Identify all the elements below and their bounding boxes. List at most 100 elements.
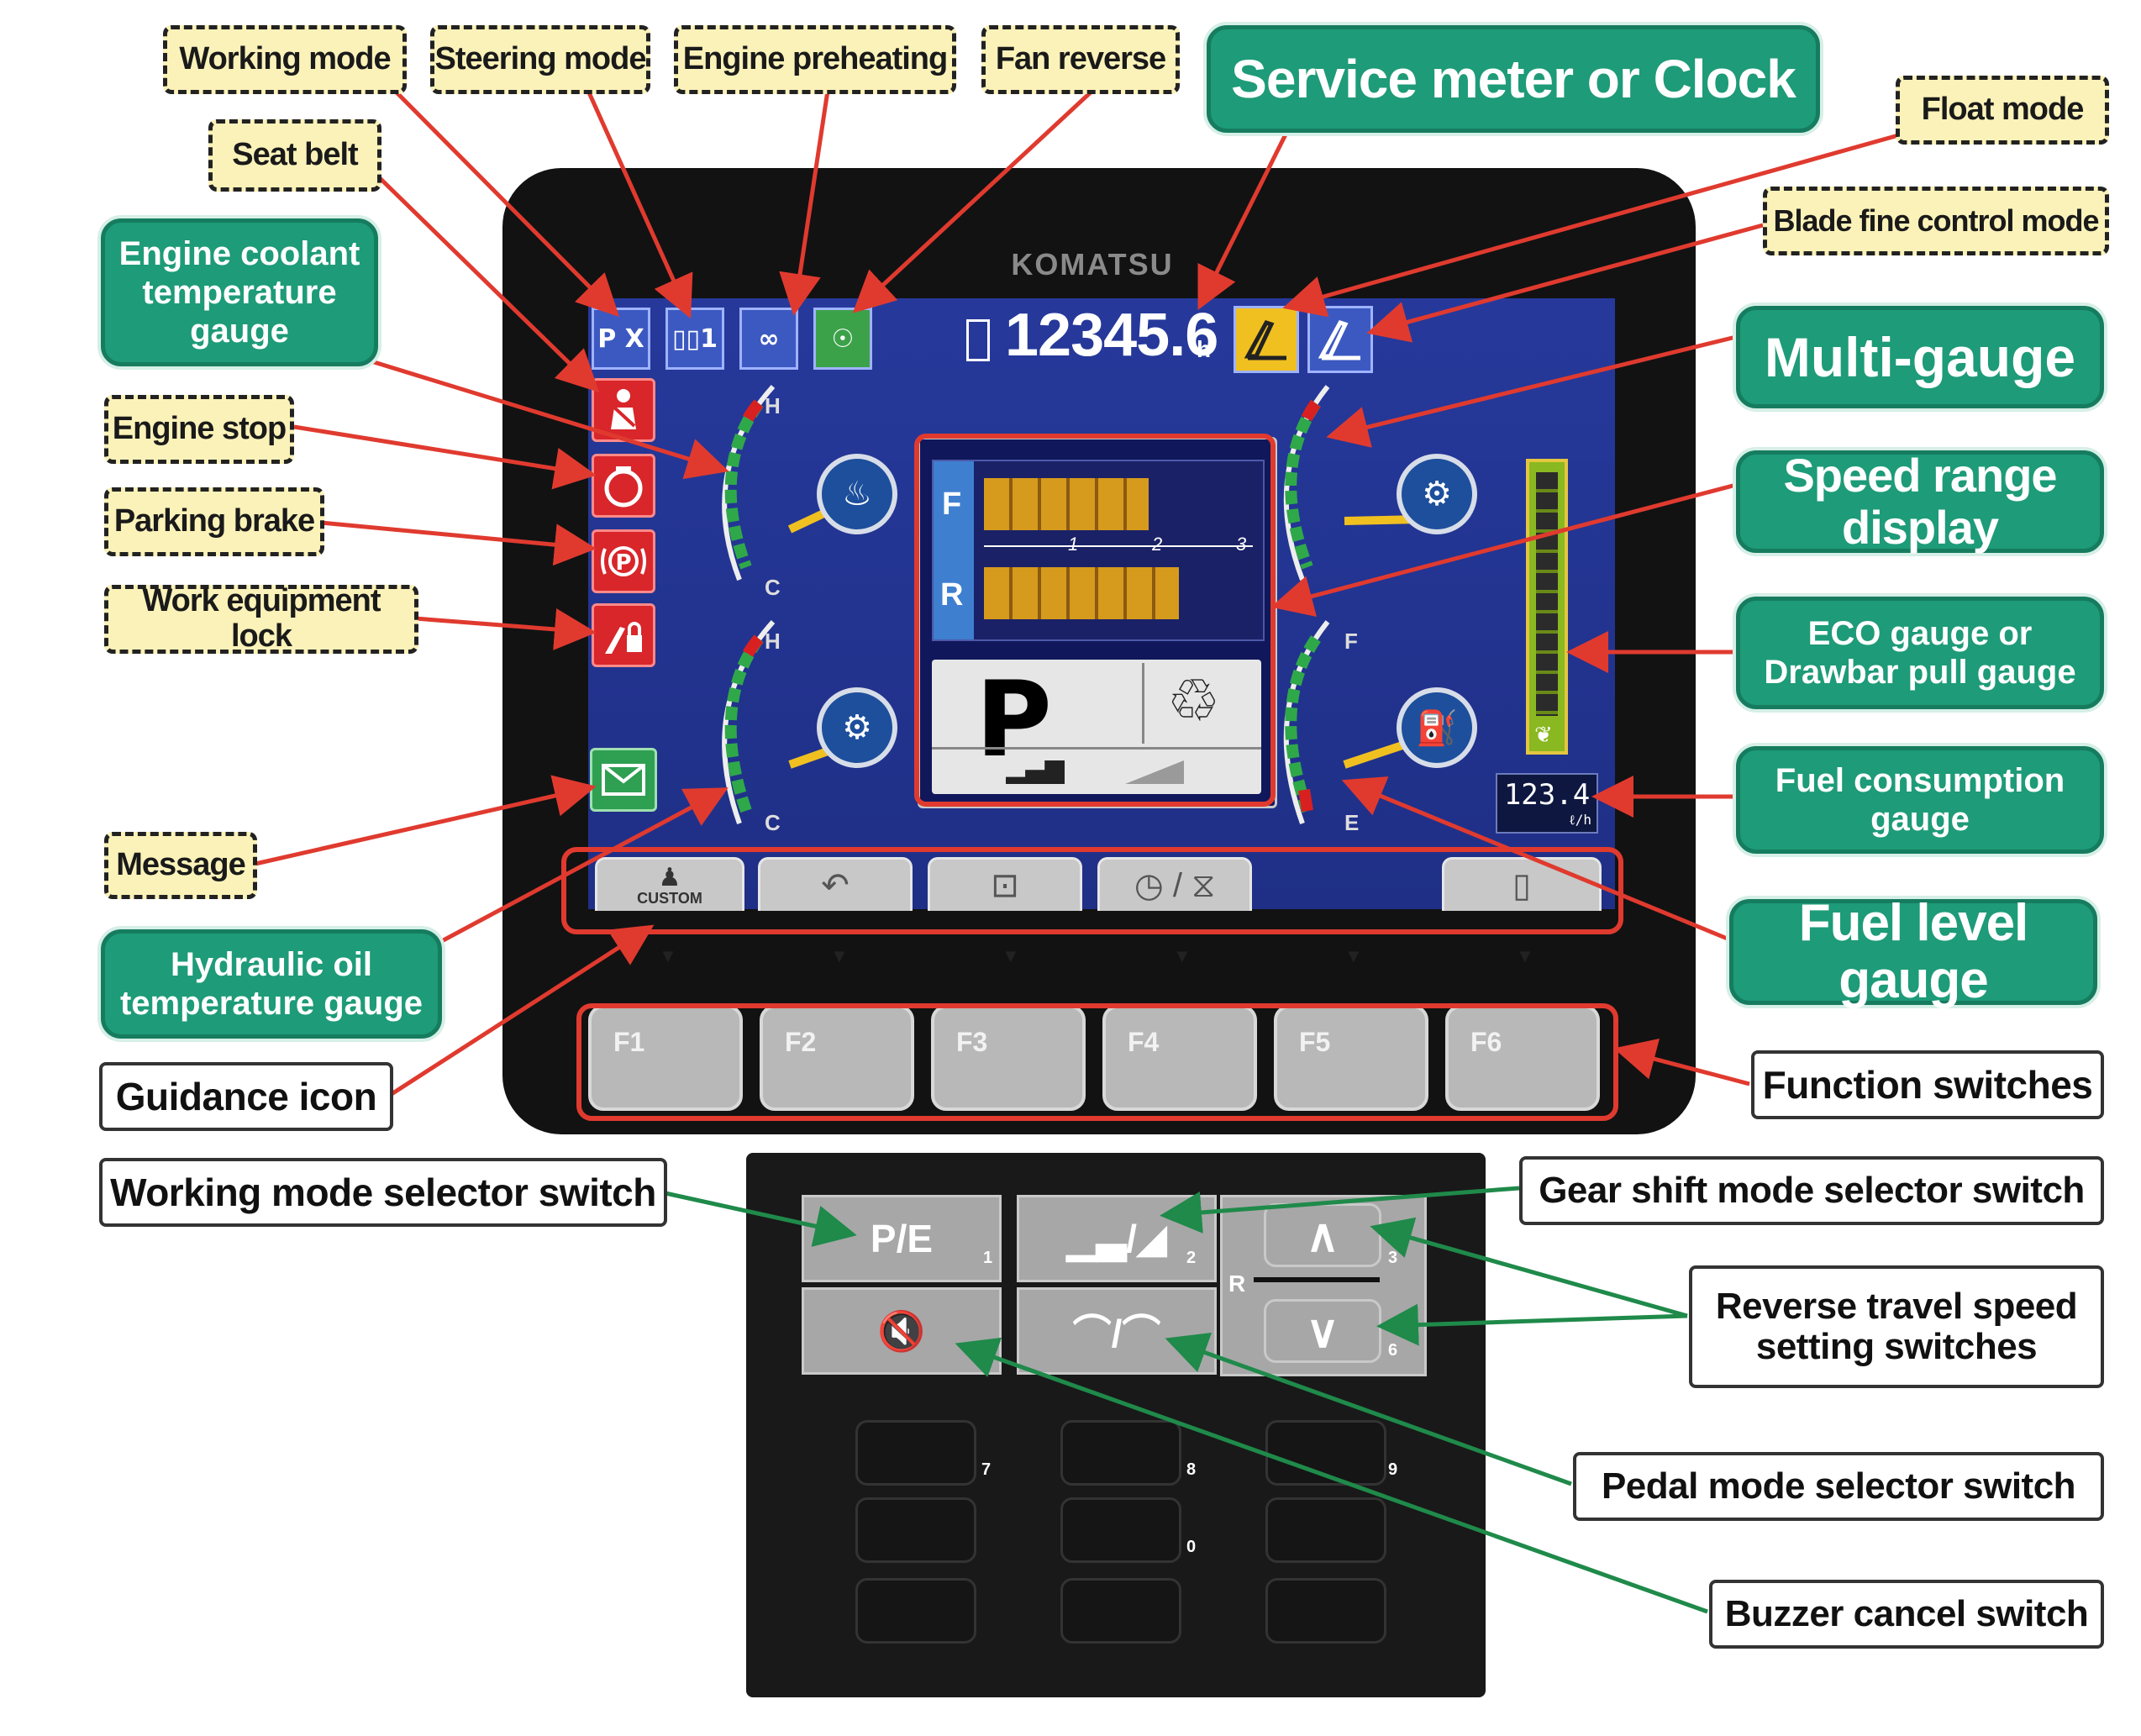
f1-marker: ▼ — [659, 945, 677, 966]
svg-text:P: P — [615, 550, 631, 576]
key-number-9: 9 — [1388, 1460, 1398, 1479]
guidance-tab-3[interactable]: ⊡ — [928, 857, 1082, 911]
label-buzzer-cancel: Buzzer cancel switch — [1709, 1580, 2104, 1649]
working-mode-selector-button[interactable]: P/E — [802, 1195, 1002, 1282]
f5-button[interactable]: F5 — [1274, 1005, 1428, 1111]
label-eco-gauge: ECO gauge or Drawbar pull gauge — [1736, 597, 2104, 709]
buzzer-cancel-button[interactable]: 🔇 — [802, 1287, 1002, 1375]
hydraulic-hot-letter: H — [765, 629, 781, 654]
numeric-key-blank-left[interactable] — [855, 1497, 976, 1563]
guidance-tab-2[interactable]: ↶ — [758, 857, 913, 911]
label-guidance-icon: Guidance icon — [99, 1062, 393, 1131]
fuel-full-letter: F — [1344, 629, 1358, 654]
label-reverse-travel: Reverse travel speed setting switches — [1689, 1265, 2104, 1388]
numeric-key-9[interactable] — [1265, 1420, 1386, 1486]
key-number-2: 2 — [1186, 1249, 1197, 1267]
service-meter-value: 12345.6 — [1005, 302, 1218, 369]
label-blade-fine-control: Blade fine control mode — [1763, 187, 2109, 255]
key-number-3: 3 — [1388, 1249, 1398, 1267]
numeric-key-blank-right[interactable] — [1265, 1497, 1386, 1563]
guidance-tab-4[interactable]: ◷ / ⧖ — [1097, 857, 1252, 911]
f3-marker: ▼ — [1002, 945, 1020, 966]
key-number-1: 1 — [983, 1249, 993, 1267]
numeric-key-8[interactable] — [1060, 1420, 1181, 1486]
coolant-hot-letter: H — [765, 393, 781, 418]
coolant-cold-letter: C — [765, 575, 781, 600]
reverse-divider — [1254, 1277, 1380, 1282]
coolant-gauge-dial: ♨ — [817, 454, 897, 534]
guidance-highlight — [561, 847, 1623, 934]
float-mode-icon — [1234, 306, 1299, 373]
f3-button[interactable]: F3 — [931, 1005, 1086, 1111]
label-steering-mode: Steering mode — [430, 25, 650, 94]
message-icon — [590, 748, 657, 812]
tick-1: 1 — [1068, 534, 1079, 555]
gear-shift-selector-button[interactable]: ▁▃/◢ — [1017, 1195, 1217, 1282]
engine-stop-icon — [592, 454, 655, 518]
fan-reverse-icon: ☉ — [813, 308, 872, 370]
key-number-7: 7 — [981, 1460, 992, 1479]
label-message: Message — [104, 832, 257, 899]
reverse-speed-down-button[interactable]: ∨ — [1264, 1299, 1381, 1363]
f5-marker: ▼ — [1344, 945, 1363, 966]
gear-letter: P — [976, 660, 1052, 781]
blade-fine-control-icon — [1307, 306, 1373, 373]
pedal-mode-selector-button[interactable]: ⌒/⌒ — [1017, 1287, 1217, 1375]
fuel-consumption-readout: 123.4 ℓ/h — [1496, 773, 1598, 834]
reverse-label: R — [1228, 1270, 1246, 1297]
gear-display: P ♲ — [932, 660, 1261, 794]
f6-marker: ▼ — [1516, 945, 1534, 966]
working-mode-icon: P X — [592, 308, 650, 370]
label-work-equipment-lock: Work equipment lock — [104, 583, 418, 654]
speed-range-panel: F R 1 2 3 P ♲ — [918, 437, 1277, 808]
brand-logo: KOMATSU — [1011, 247, 1174, 281]
label-float-mode: Float mode — [1896, 76, 2109, 145]
numeric-key-7[interactable] — [855, 1420, 976, 1486]
label-fan-reverse: Fan reverse — [981, 25, 1180, 94]
label-working-mode: Working mode — [163, 25, 407, 94]
left-gauges — [722, 384, 864, 825]
f4-button[interactable]: F4 — [1102, 1005, 1257, 1111]
key-number-8: 8 — [1186, 1460, 1197, 1479]
label-multi-gauge: Multi-gauge — [1736, 306, 2104, 408]
label-engine-coolant: Engine coolant temperature gauge — [101, 218, 378, 366]
label-fuel-level: Fuel level gauge — [1729, 894, 2097, 1009]
engine-icon: ♲ — [1167, 668, 1220, 734]
forward-label: F — [942, 487, 962, 522]
label-hydraulic-oil: Hydraulic oil temperature gauge — [101, 929, 442, 1039]
tick-3: 3 — [1236, 534, 1247, 555]
right-gauges — [1283, 385, 1422, 825]
forward-bar — [984, 478, 1149, 530]
label-function-switches: Function switches — [1751, 1050, 2104, 1119]
label-seat-belt: Seat belt — [208, 119, 381, 192]
f6-button[interactable]: F6 — [1445, 1005, 1600, 1111]
numeric-key-bottom-left[interactable] — [855, 1578, 976, 1644]
function-switches-highlight — [576, 1003, 1618, 1121]
label-parking-brake: Parking brake — [104, 487, 324, 556]
f2-button[interactable]: F2 — [760, 1005, 914, 1111]
multi-gauge-dial: ⚙ — [1397, 454, 1477, 534]
label-pedal-mode: Pedal mode selector switch — [1573, 1452, 2104, 1521]
eco-gauge: ❦ — [1526, 459, 1568, 755]
key-number-6: 6 — [1388, 1341, 1398, 1360]
numeric-key-bottom-right[interactable] — [1265, 1578, 1386, 1644]
label-engine-stop: Engine stop — [104, 395, 294, 464]
label-engine-preheating: Engine preheating — [674, 25, 956, 94]
numeric-key-bottom-mid[interactable] — [1060, 1578, 1181, 1644]
label-speed-range: Speed range display — [1736, 450, 2104, 553]
hydraulic-gauge-dial: ⚙ — [817, 687, 897, 768]
tick-2: 2 — [1152, 534, 1163, 555]
label-service-meter: Service meter or Clock — [1207, 25, 1820, 133]
numeric-key-0[interactable] — [1060, 1497, 1181, 1563]
fuel-consumption-unit: ℓ/h — [1569, 812, 1591, 828]
hourglass-icon — [966, 319, 990, 361]
fuel-gauge-dial: ⛽ — [1397, 687, 1477, 768]
label-gear-shift-selector: Gear shift mode selector switch — [1519, 1156, 2104, 1225]
reverse-speed-up-button[interactable]: ∧ — [1264, 1203, 1381, 1267]
reverse-bar — [984, 567, 1179, 619]
label-fuel-consumption: Fuel consumption gauge — [1736, 746, 2104, 854]
engine-preheating-icon: ∞ — [739, 308, 798, 370]
f2-marker: ▼ — [830, 945, 849, 966]
parking-brake-icon: P — [592, 529, 655, 593]
seat-belt-icon — [592, 378, 655, 442]
